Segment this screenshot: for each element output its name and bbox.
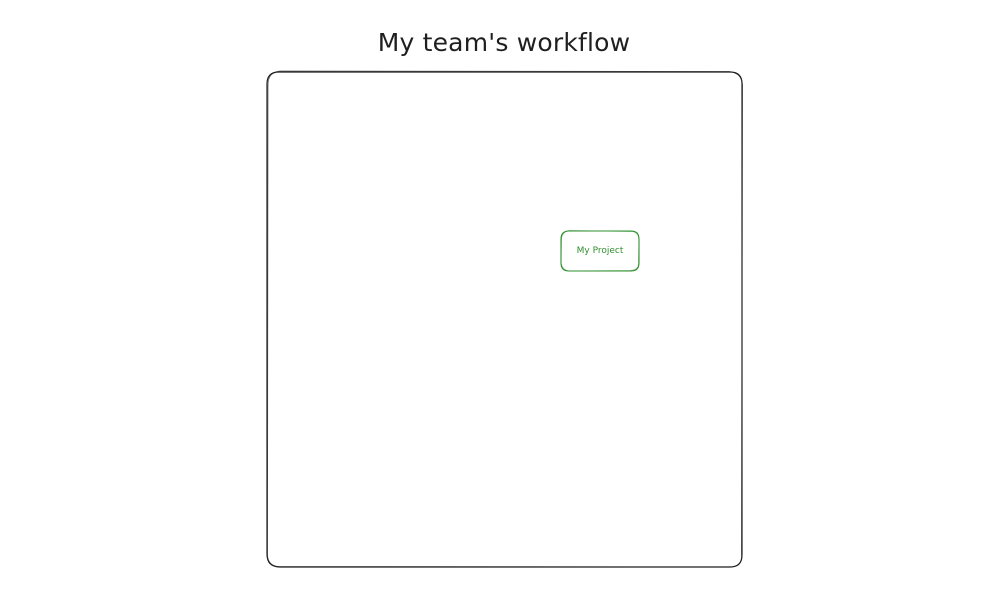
outer-frame-border-sketch (267, 70, 743, 568)
outer-frame-border (266, 71, 743, 568)
my-project-node-label[interactable]: My Project (576, 246, 624, 256)
diagram-title: My team's workflow (377, 28, 631, 57)
